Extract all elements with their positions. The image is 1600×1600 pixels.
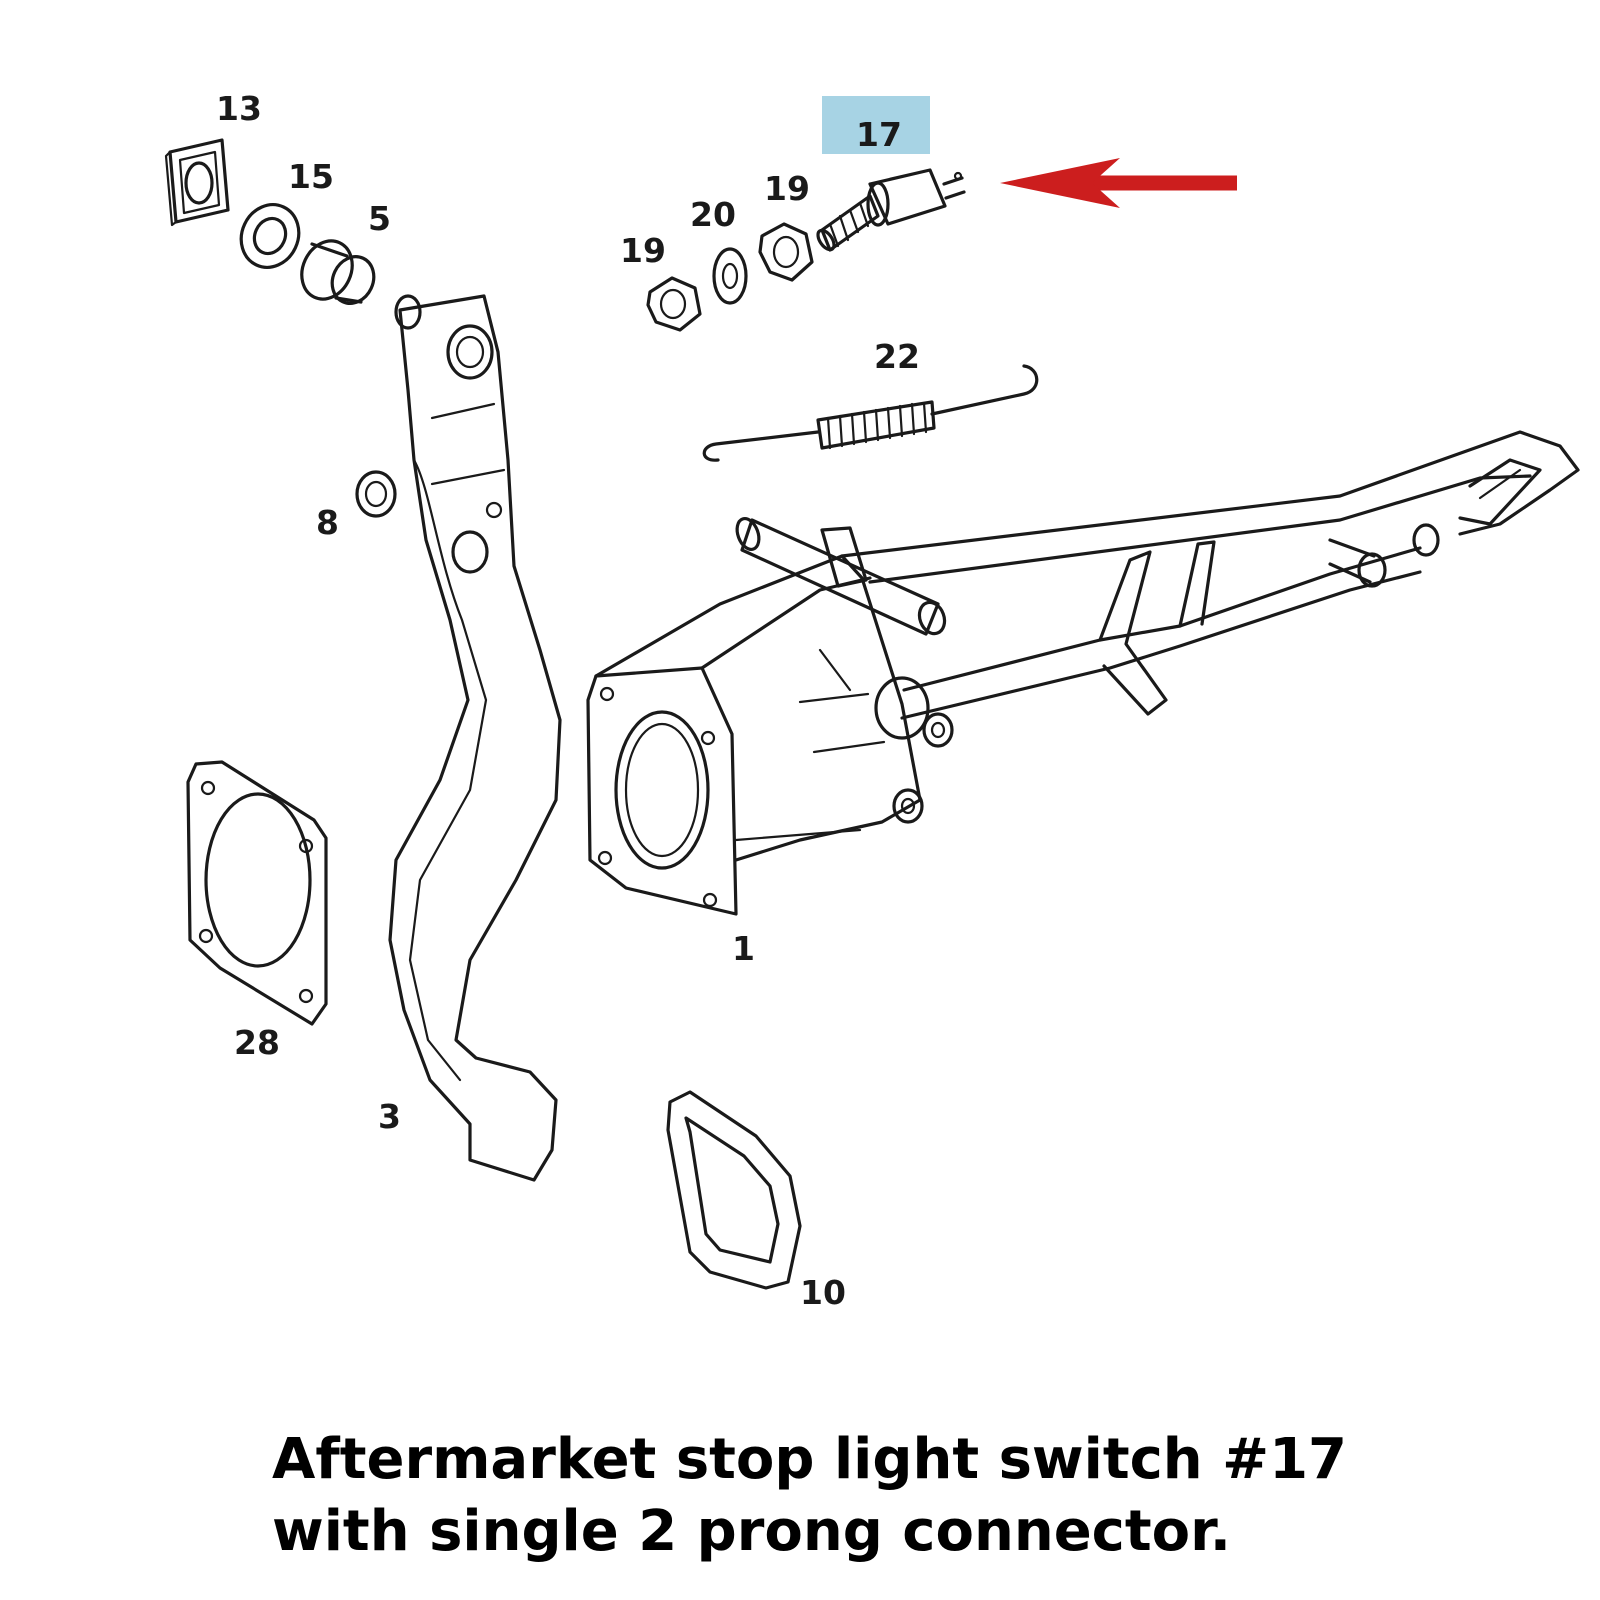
callout-3: 3: [378, 1097, 401, 1136]
callout-5: 5: [368, 199, 391, 238]
callout-19-left: 19: [620, 231, 666, 270]
part-28-gasket: [186, 760, 328, 1026]
part-19-nut-left: [646, 276, 702, 332]
callout-10: 10: [800, 1273, 846, 1312]
callout-17-highlight: [822, 96, 930, 154]
callout-8: 8: [316, 503, 339, 542]
part-17-stoplight-switch: [816, 168, 966, 252]
callout-15: 15: [288, 157, 334, 196]
part-13-clip: [164, 138, 230, 227]
part-5-bushing: [300, 239, 376, 305]
callout-28: 28: [234, 1023, 280, 1062]
part-22-spring: [702, 364, 1039, 462]
pointer-arrow: [1000, 158, 1237, 208]
part-3-pedal-lever: [388, 294, 562, 1182]
caption: Aftermarket stop light switch #17 with s…: [272, 1424, 1572, 1568]
callout-1: 1: [732, 929, 755, 968]
part-10-pedal-pad: [666, 1090, 802, 1290]
part-20-lockwasher: [712, 247, 748, 305]
callout-22: 22: [874, 337, 920, 376]
part-15-washer: [239, 203, 301, 269]
callout-19-right: 19: [764, 169, 810, 208]
callout-13: 13: [216, 89, 262, 128]
callout-20: 20: [690, 195, 736, 234]
caption-line-1: Aftermarket stop light switch #17: [272, 1427, 1348, 1492]
callout-17: 17: [856, 115, 902, 154]
part-1-pedal-bracket: [586, 430, 1580, 916]
part-8-bushing: [355, 470, 397, 518]
caption-line-2: with single 2 prong connector.: [272, 1499, 1232, 1564]
part-19-nut-right: [758, 222, 814, 282]
